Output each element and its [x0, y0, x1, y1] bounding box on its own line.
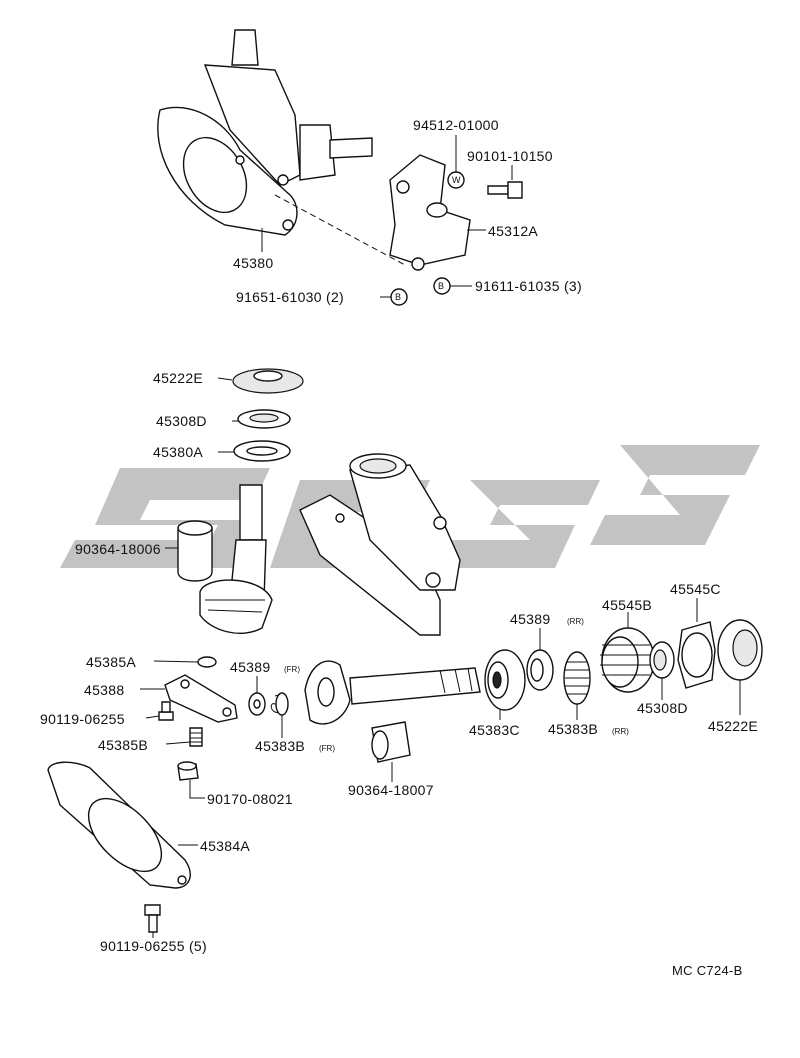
- label-45380: 45380: [233, 255, 273, 271]
- plug-45385A: [197, 656, 217, 668]
- label-45545B: 45545B: [602, 597, 652, 613]
- label-45383B-rr-suffix: (RR): [612, 727, 629, 736]
- label-45389-rr: 45389: [510, 611, 550, 627]
- label-45308D-bottom: 45308D: [637, 700, 688, 716]
- bearing-45383C: [484, 649, 526, 711]
- label-91611-61035: 91611-61035 (3): [475, 278, 582, 294]
- leader-90170: [189, 780, 205, 799]
- label-45308D-top: 45308D: [156, 413, 207, 429]
- bolt-marker-b-right: B: [433, 277, 451, 295]
- label-45384A: 45384A: [200, 838, 250, 854]
- bushing-90364-18006: [177, 520, 213, 582]
- footer-code: MC C724-B: [672, 963, 743, 978]
- locknut-45545C: [677, 621, 716, 689]
- sector-shaft: [199, 484, 273, 634]
- bolt-marker-text-right: B: [438, 281, 444, 291]
- leader-90119-a: [145, 715, 160, 719]
- screw-45385B: [189, 727, 203, 747]
- bolt-90101: [487, 181, 523, 199]
- bolt-90119-a: [158, 701, 174, 721]
- spring-45383B-rr: [563, 651, 591, 705]
- lock-plate-45388: [164, 674, 238, 723]
- washer-45380A: [233, 440, 291, 462]
- race-45389-rr: [526, 649, 554, 691]
- label-45222E-bottom: 45222E: [708, 718, 758, 734]
- cover-45384A: [47, 761, 191, 889]
- label-45385B: 45385B: [98, 737, 148, 753]
- label-45389-fr-suffix: (FR): [284, 665, 300, 674]
- leader-45222E-top: [217, 377, 233, 381]
- label-45383C: 45383C: [469, 722, 520, 738]
- label-94512-01000: 94512-01000: [413, 117, 499, 133]
- gear-housing-top: [157, 29, 373, 236]
- label-90364-18007: 90364-18007: [348, 782, 434, 798]
- label-45383B-rr: 45383B: [548, 721, 598, 737]
- label-45545C: 45545C: [670, 581, 721, 597]
- bushing-90364-18007: [371, 721, 411, 763]
- label-45385A: 45385A: [86, 654, 136, 670]
- label-91651-61030: 91651-61030 (2): [236, 289, 344, 305]
- label-90170-08021: 90170-08021: [207, 791, 293, 807]
- label-45312A: 45312A: [488, 223, 538, 239]
- dust-cover-45222E-bottom: [717, 619, 763, 681]
- leader-45385A: [153, 660, 199, 663]
- oil-seal-45308D-bottom: [649, 641, 675, 679]
- spring-45383B-fr: [270, 692, 289, 716]
- oil-seal-45308D-top: [237, 409, 291, 429]
- bolt-90119-b: [144, 904, 161, 933]
- label-90364-18006: 90364-18006: [75, 541, 161, 557]
- label-45380A: 45380A: [153, 444, 203, 460]
- label-45383B-fr: 45383B: [255, 738, 305, 754]
- bolt-marker-text-left: B: [395, 292, 401, 302]
- washer-marker-w: W: [447, 171, 465, 189]
- dust-seal-45222E-top: [232, 368, 304, 394]
- label-45389-rr-suffix: (RR): [567, 617, 584, 626]
- assembly-dashed-line: [274, 194, 406, 266]
- label-90119-06255-a: 90119-06255: [40, 711, 125, 727]
- label-90119-06255-b: 90119-06255 (5): [100, 938, 207, 954]
- label-45388: 45388: [84, 682, 124, 698]
- bracket-45312A: [389, 154, 471, 271]
- bolt-marker-b-left: B: [390, 288, 408, 306]
- label-45222E-top: 45222E: [153, 370, 203, 386]
- gear-housing-middle: [299, 453, 461, 636]
- label-45389-fr: 45389: [230, 659, 270, 675]
- label-90101-10150: 90101-10150: [467, 148, 553, 164]
- worm-shaft: [304, 660, 481, 725]
- nut-90170: [177, 761, 199, 781]
- adjuster-45545B: [600, 627, 655, 693]
- bearing-45389-fr: [248, 692, 266, 716]
- leader-45385B: [165, 741, 191, 745]
- washer-marker-text: W: [452, 175, 461, 185]
- label-45383B-fr-suffix: (FR): [319, 744, 335, 753]
